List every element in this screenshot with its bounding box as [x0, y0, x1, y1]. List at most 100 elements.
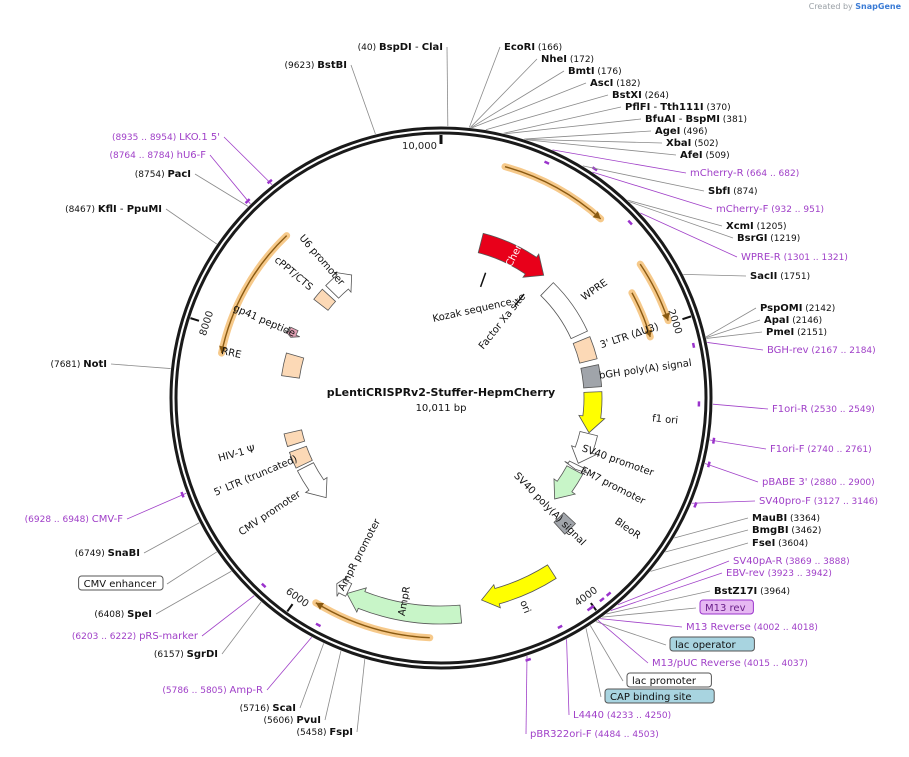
annotation-leader — [526, 656, 527, 734]
annotation-part: SbfI — [708, 186, 730, 197]
annotation-part: BstZ17I — [714, 586, 757, 597]
annotation-part: (2151) — [794, 328, 827, 338]
annotation-label: BsrGI (1219) — [737, 233, 800, 244]
annotation-part: NotI — [83, 359, 107, 370]
inner-label: cPPT/CTS — [272, 255, 315, 293]
feature-wpre — [541, 283, 588, 339]
annotation-part: ApaI — [764, 315, 789, 326]
annotation-label: BGH-rev (2167 .. 2184) — [767, 345, 876, 356]
annotation-leader — [526, 140, 676, 155]
annotation-label: (5606) PvuI — [264, 715, 321, 726]
annotation-part: CMV-F — [92, 514, 123, 525]
annotation-label: BmgBI (3462) — [752, 525, 821, 536]
annotation-label: pBR322ori-F (4484 .. 4503) — [530, 729, 659, 740]
inner-label: RRE — [220, 346, 242, 361]
annotation-part: (6749) — [75, 549, 108, 559]
annotation-leader — [586, 628, 601, 697]
annotation-part: XcmI — [726, 221, 754, 232]
snapgene-credit: Created by SnapGene — [809, 2, 901, 11]
annotation-part: - — [676, 114, 686, 125]
annotation-part: BmgBI — [752, 525, 789, 536]
annotation-leader — [167, 552, 217, 584]
annotation-leader — [325, 651, 341, 720]
annotation-part: KflI — [98, 204, 117, 215]
annotation-label: M13 Reverse (4002 .. 4018) — [686, 622, 818, 633]
annotation-part: EcoRI — [504, 42, 535, 53]
annotation-part: PflFI — [625, 102, 650, 113]
annotation-part: (8935 .. 8954) — [112, 133, 179, 143]
annotation-label: (40) BspDI - ClaI — [358, 42, 443, 53]
annotation-label: (7681) NotI — [50, 359, 107, 370]
annotation-part: - — [650, 102, 660, 113]
feature-rre — [282, 353, 304, 378]
annotation-leader — [683, 274, 746, 276]
primer-mark — [607, 592, 611, 595]
inner-label: gp41 peptide — [231, 303, 296, 340]
annotation-part: (3364) — [787, 514, 820, 524]
annotation-part: (509) — [703, 151, 730, 161]
annotation-part: (8764 .. 8784) — [109, 151, 176, 161]
annotation-label: BmtI (176) — [568, 66, 622, 77]
annotation-leader — [202, 596, 254, 636]
annotation-part: (3869 .. 3888) — [782, 557, 849, 567]
annotation-label: SV40pro-F (3127 .. 3146) — [759, 496, 878, 507]
primer-mark — [526, 659, 531, 661]
ruler-label: 6000 — [283, 586, 310, 610]
annotation-leader — [525, 139, 662, 143]
annotation-part: AfeI — [680, 150, 703, 161]
feature-f1-ori — [579, 392, 605, 433]
annotation-part: (2880 .. 2900) — [808, 478, 875, 488]
annotation-leader — [567, 639, 569, 715]
annotation-label: lac promoter — [632, 676, 697, 687]
orf-glow — [505, 167, 601, 219]
annotation-part: hU6-F — [177, 150, 207, 161]
annotation-part: (4233 .. 4250) — [604, 711, 671, 721]
orf-arc — [222, 236, 287, 353]
ruler-label: 10,000 — [402, 141, 437, 152]
annotation-label: WPRE-R (1301 .. 1321) — [741, 252, 848, 263]
annotation-label: (6157) SgrDI — [154, 649, 218, 660]
annotation-part: (176) — [595, 67, 622, 77]
annotation-leader — [224, 137, 272, 185]
annotation-label: PspOMI (2142) — [760, 303, 835, 314]
annotation-leader — [713, 404, 768, 409]
annotation-part: (3462) — [789, 526, 822, 536]
inner-label: CMV promoter — [237, 488, 304, 538]
annotation-part: pBR322ori-F — [530, 729, 592, 740]
annotation-leader — [628, 200, 722, 226]
annotation-leader — [706, 308, 756, 337]
annotation-leader — [351, 65, 375, 134]
inner-label: f1 ori — [652, 413, 679, 426]
annotation-label: ApaI (2146) — [764, 315, 822, 326]
annotation-leader — [707, 342, 763, 350]
annotation-leader — [602, 608, 696, 617]
annotation-part: BspMI — [686, 114, 720, 125]
annotation-part: pBABE 3' — [762, 477, 808, 488]
annotation-label: PflFI - Tth111I (370) — [625, 102, 731, 113]
annotation-part: L4440 — [573, 710, 604, 721]
brand-name: SnapGene — [855, 2, 901, 11]
annotation-part: F1ori-F — [770, 444, 805, 455]
annotation-leader — [598, 620, 648, 663]
annotation-part: - — [117, 204, 127, 215]
annotation-part: - — [412, 42, 422, 53]
annotation-label: F1ori-R (2530 .. 2549) — [772, 404, 875, 415]
annotation-part: (2740 .. 2761) — [804, 445, 871, 455]
annotation-leader — [300, 643, 324, 708]
annotation-part: PvuI — [296, 715, 321, 726]
annotation-label: BfuAI - BspMI (381) — [645, 114, 747, 125]
annotation-label: lac operator — [675, 640, 736, 651]
annotation-label: EcoRI (166) — [504, 42, 562, 53]
annotation-part: (3964) — [757, 587, 790, 597]
annotation-part: (5606) — [264, 716, 297, 726]
annotation-part: SacII — [750, 271, 777, 282]
annotation-label: PmeI (2151) — [766, 327, 827, 338]
annotation-part: (5786 .. 5805) — [162, 686, 229, 696]
annotation-part: SV40pro-F — [759, 496, 811, 507]
annotation-part: BfuAI — [645, 114, 676, 125]
annotation-label: SacII (1751) — [750, 271, 810, 282]
inner-label: BleoR — [612, 516, 642, 542]
annotation-part: EBV-rev — [726, 568, 765, 579]
